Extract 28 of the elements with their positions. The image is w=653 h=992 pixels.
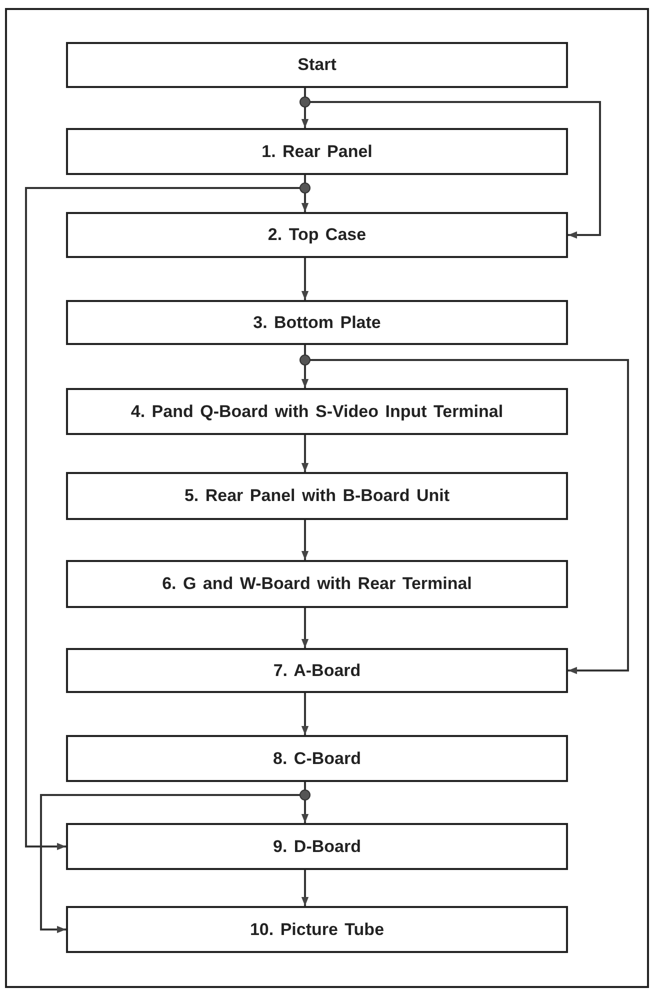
process-box	[66, 300, 568, 345]
process-box	[66, 472, 568, 520]
process-box	[66, 388, 568, 435]
step-label: 9. D-Board	[273, 836, 361, 856]
arrow	[301, 693, 309, 735]
step-label: 2. Top Case	[268, 225, 366, 245]
step-label: 10. Picture Tube	[250, 920, 384, 940]
arrow	[301, 608, 309, 648]
process-box	[66, 42, 568, 88]
process-box	[66, 212, 568, 258]
process-box	[66, 560, 568, 608]
process-box	[66, 128, 568, 175]
step-label: 6. G and W-Board with Rear Terminal	[162, 574, 472, 594]
step-label: 1. Rear Panel	[262, 142, 372, 162]
arrow	[301, 520, 309, 560]
step-label: 5. Rear Panel with B-Board Unit	[184, 486, 450, 506]
arrow	[301, 870, 309, 906]
step-label: Start	[298, 55, 336, 75]
process-box	[66, 735, 568, 782]
step-label: 7. A-Board	[273, 660, 361, 680]
step-label: 4. Pand Q-Board with S-Video Input Terminal	[130, 402, 504, 422]
step-label: 8. C-Board	[273, 748, 361, 768]
step-label: 3. Bottom Plate	[253, 312, 381, 332]
process-box	[66, 823, 568, 870]
arrow	[301, 435, 309, 472]
arrow	[301, 258, 309, 300]
process-box	[66, 906, 568, 953]
process-box	[66, 648, 568, 693]
